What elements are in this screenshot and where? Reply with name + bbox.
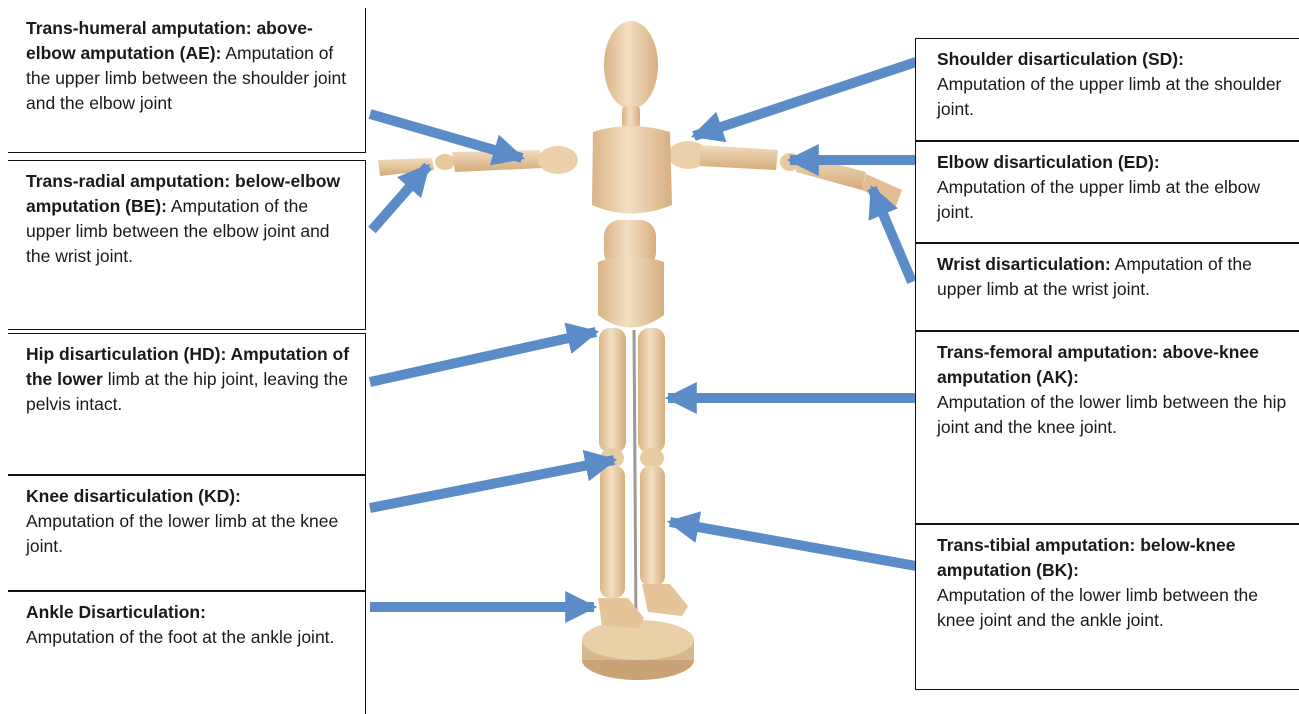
label-title: Wrist disarticulation: (937, 254, 1111, 274)
label-body: Amputation of the upper limb at the shou… (937, 74, 1281, 119)
label-title: Trans-femoral amputation: above-knee amp… (937, 342, 1259, 387)
label-title: Ankle Disarticulation: (26, 602, 206, 622)
label-ankle-disarticulation: Ankle Disarticulation: Amputation of the… (8, 591, 366, 714)
arrow-trans-humeral (370, 114, 522, 158)
label-trans-tibial: Trans-tibial amputation: below-knee ampu… (915, 524, 1299, 690)
label-knee-disarticulation: Knee disarticulation (KD): Amputation of… (8, 475, 366, 591)
label-trans-radial: Trans-radial amputation: below-elbow amp… (8, 160, 366, 330)
label-trans-humeral: Trans-humeral amputation: above-elbow am… (8, 8, 366, 153)
arrow-knee (370, 460, 614, 508)
label-body: Amputation of the lower limb at the knee… (26, 511, 338, 556)
label-title: Elbow disarticulation (ED): (937, 152, 1160, 172)
label-elbow-disarticulation: Elbow disarticulation (ED): Amputation o… (915, 141, 1299, 243)
label-shoulder-disarticulation: Shoulder disarticulation (SD): Amputatio… (915, 38, 1299, 141)
label-title: Shoulder disarticulation (SD): (937, 49, 1184, 69)
label-body: Amputation of the foot at the ankle join… (26, 627, 334, 647)
wooden-mannequin-figure (378, 21, 902, 680)
label-hip-disarticulation: Hip disarticulation (HD): Amputation of … (8, 333, 366, 475)
arrow-shoulder (694, 62, 916, 136)
arrow-hip (370, 332, 596, 382)
label-body: Amputation of the lower limb between the… (937, 585, 1258, 630)
label-title: Knee disarticulation (KD): (26, 486, 241, 506)
label-body: Amputation of the upper limb at the elbo… (937, 177, 1260, 222)
label-trans-femoral: Trans-femoral amputation: above-knee amp… (915, 331, 1299, 524)
arrow-trans-tibial (670, 522, 916, 566)
label-body: Amputation of the lower limb between the… (937, 392, 1286, 437)
label-title: Trans-tibial amputation: below-knee ampu… (937, 535, 1236, 580)
label-wrist-disarticulation: Wrist disarticulation: Amputation of the… (915, 243, 1299, 331)
